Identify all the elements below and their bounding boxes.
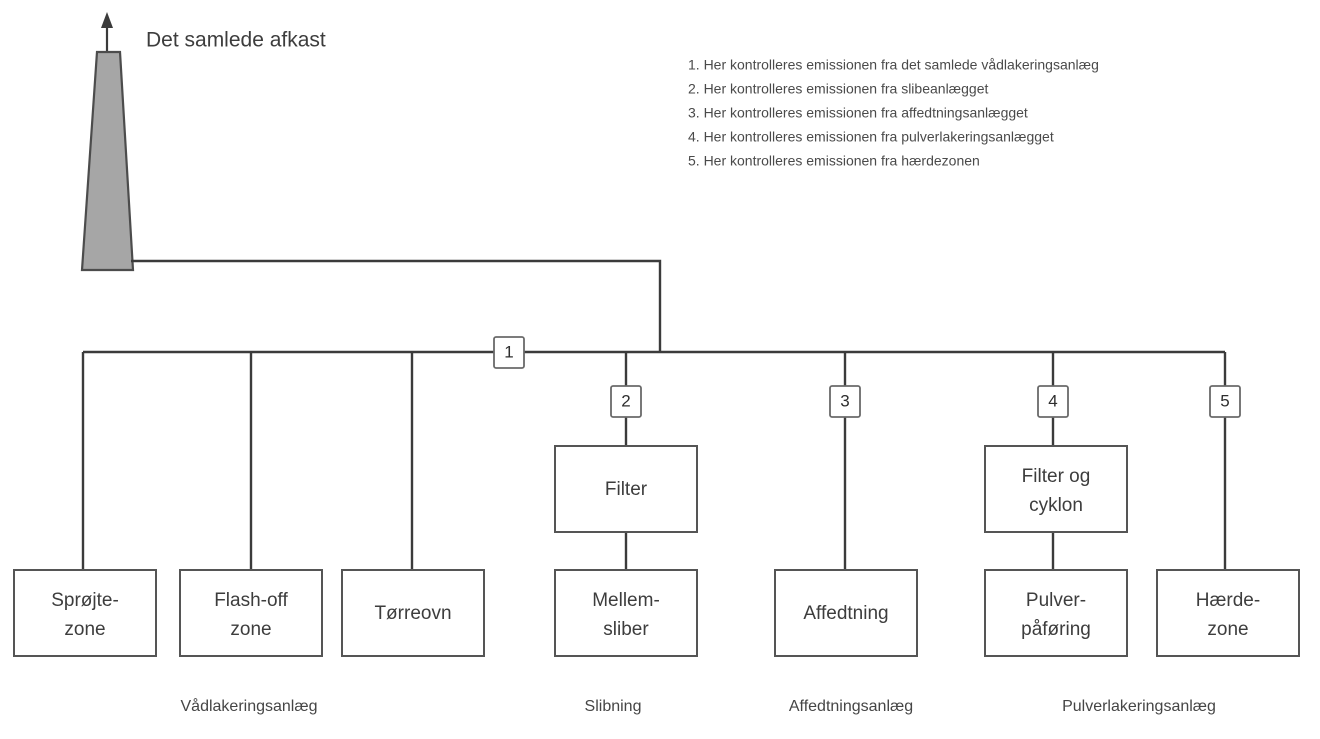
process-box-pulverpaafoering-rect[interactable] <box>984 569 1128 657</box>
process-box-mellemsliber-rect[interactable] <box>554 569 698 657</box>
legend-item-1: 1. Her kontrolleres emissionen fra det s… <box>688 57 1099 73</box>
chimney-stack-icon <box>80 12 135 272</box>
process-box-filter-og-cyklon-label-line1: Filter og <box>1022 466 1091 487</box>
process-box-mellemsliber[interactable]: Mellem- sliber <box>554 569 698 657</box>
process-box-haerdezone[interactable]: Hærde- zone <box>1156 569 1300 657</box>
process-box-affedtning[interactable]: Affedtning <box>774 569 918 657</box>
up-arrow-icon <box>101 12 113 28</box>
process-box-sproejtezone[interactable]: Sprøjte- zone <box>13 569 157 657</box>
process-box-filter-og-cyklon-label-line2: cyklon <box>1029 495 1083 516</box>
badge-1[interactable]: 1 <box>493 336 525 369</box>
process-box-filter-rect[interactable] <box>554 445 698 533</box>
process-box-pulverpaafoering-label-line1: Pulver- <box>1026 590 1086 611</box>
legend-item-4: 4. Her kontrolleres emissionen fra pulve… <box>688 129 1054 145</box>
legend-item-3: 3. Her kontrolleres emissionen fra affed… <box>688 105 1028 121</box>
process-box-sproejtezone-label-line2: zone <box>64 619 105 640</box>
process-box-affedtning-label: Affedtning <box>803 603 888 624</box>
chimney-body <box>80 50 135 272</box>
badge-3-label: 3 <box>840 391 849 410</box>
process-box-toerreovn-rect[interactable] <box>341 569 485 657</box>
group-caption-slibning: Slibning <box>585 698 642 715</box>
process-box-sproejtezone-rect[interactable] <box>13 569 157 657</box>
process-box-haerdezone-label-line1: Hærde- <box>1196 590 1260 611</box>
group-caption-affedtningsanlaeg: Affedtningsanlæg <box>789 698 913 715</box>
badge-2-label: 2 <box>621 391 630 410</box>
process-box-mellemsliber-label-line1: Mellem- <box>592 590 660 611</box>
process-box-haerdezone-rect[interactable] <box>1156 569 1300 657</box>
badge-1-box[interactable] <box>493 336 525 369</box>
group-caption-vaadlakeringsanlaeg: Vådlakeringsanlæg <box>181 697 318 715</box>
stack-title: Det samlede afkast <box>146 29 326 52</box>
process-box-pulverpaafoering-label-line2: påføring <box>1021 619 1091 640</box>
process-box-filter-label: Filter <box>605 479 648 500</box>
process-box-sproejtezone-label-line1: Sprøjte- <box>51 590 119 611</box>
process-box-affedtning-rect[interactable] <box>774 569 918 657</box>
group-caption-pulverlakeringsanlaeg: Pulverlakeringsanlæg <box>1062 698 1216 715</box>
process-box-flash-off-zone-label-line2: zone <box>230 619 271 640</box>
process-box-toerreovn[interactable]: Tørreovn <box>341 569 485 657</box>
process-box-flash-off-zone[interactable]: Flash-off zone <box>179 569 323 657</box>
process-box-filter-og-cyklon-rect[interactable] <box>984 445 1128 533</box>
legend-list: 1. Her kontrolleres emissionen fra det s… <box>688 57 1099 169</box>
legend-item-2: 2. Her kontrolleres emissionen fra slibe… <box>688 81 988 97</box>
process-box-filter[interactable]: Filter <box>554 445 698 533</box>
legend-item-5: 5. Her kontrolleres emissionen fra hærde… <box>688 153 980 169</box>
badge-3-box[interactable] <box>829 385 861 418</box>
process-box-flash-off-zone-label-line1: Flash-off <box>214 590 288 611</box>
connector-stack-to-bus <box>131 259 662 352</box>
process-box-mellemsliber-label-line2: sliber <box>603 619 649 640</box>
badge-2[interactable]: 2 <box>610 385 642 418</box>
process-box-flash-off-zone-rect[interactable] <box>179 569 323 657</box>
process-box-haerdezone-label-line2: zone <box>1207 619 1248 640</box>
badge-2-box[interactable] <box>610 385 642 418</box>
badge-4[interactable]: 4 <box>1037 385 1069 418</box>
badge-1-label: 1 <box>504 342 513 361</box>
badge-3[interactable]: 3 <box>829 385 861 418</box>
badge-4-box[interactable] <box>1037 385 1069 418</box>
badge-5-label: 5 <box>1220 391 1229 410</box>
badge-5[interactable]: 5 <box>1209 385 1241 418</box>
process-box-toerreovn-label: Tørreovn <box>374 603 451 624</box>
process-box-pulverpaafoering[interactable]: Pulver- påføring <box>984 569 1128 657</box>
badge-4-label: 4 <box>1048 391 1057 410</box>
process-box-filter-og-cyklon[interactable]: Filter og cyklon <box>984 445 1128 533</box>
badge-5-box[interactable] <box>1209 385 1241 418</box>
